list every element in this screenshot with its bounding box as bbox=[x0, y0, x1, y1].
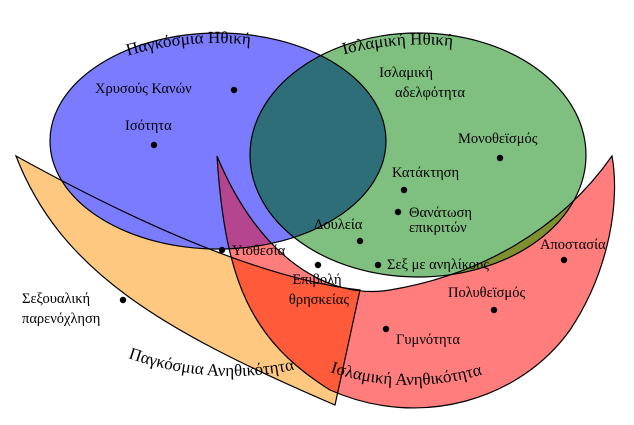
adoption-label: Υιοθεσία bbox=[232, 243, 286, 259]
execution-label-line1: Θανάτωση bbox=[409, 205, 472, 221]
slavery-label: Δουλεία bbox=[314, 217, 363, 233]
polytheism-label: Πολυθεϊσμός bbox=[448, 285, 525, 301]
monotheism-label: Μονοθεϊσμός bbox=[458, 131, 538, 147]
slavery-dot bbox=[356, 237, 364, 245]
apostasy-dot bbox=[560, 256, 568, 264]
harassment-dot bbox=[119, 296, 127, 304]
imposition-label-line1: Επιβολή bbox=[292, 272, 341, 288]
execution-label-line2: επικριτών bbox=[409, 220, 467, 236]
equality-dot bbox=[150, 141, 158, 149]
polytheism-dot bbox=[490, 306, 498, 314]
golden-rule-dot bbox=[230, 86, 238, 94]
equality-label: Ισότητα bbox=[125, 118, 172, 134]
monotheism-dot bbox=[496, 154, 504, 162]
execution-dot bbox=[394, 208, 402, 216]
islamic-brotherhood-label-line2: αδελφότητα bbox=[395, 85, 465, 101]
conquest-label: Κατάκτηση bbox=[392, 165, 459, 181]
golden-rule-label: Χρυσούς Κανών bbox=[95, 81, 192, 97]
islamic-brotherhood-label-line1: Ισλαμική bbox=[379, 65, 433, 81]
adoption-dot bbox=[218, 246, 226, 254]
item-dots bbox=[119, 86, 568, 333]
sex-minors-label: Σεξ με ανηλίκους bbox=[387, 257, 489, 273]
sex-minors-dot bbox=[374, 261, 382, 269]
harassment-label-line1: Σεξουαλική bbox=[22, 291, 90, 307]
nudity-dot bbox=[382, 325, 390, 333]
conquest-dot bbox=[400, 186, 408, 194]
imposition-dot bbox=[314, 261, 322, 269]
harassment-label-line2: παρενόχληση bbox=[22, 311, 100, 327]
imposition-label-line2: θρησκείας bbox=[289, 292, 349, 308]
nudity-label: Γυμνότητα bbox=[396, 332, 460, 348]
apostasy-label: Αποστασία bbox=[540, 237, 606, 253]
